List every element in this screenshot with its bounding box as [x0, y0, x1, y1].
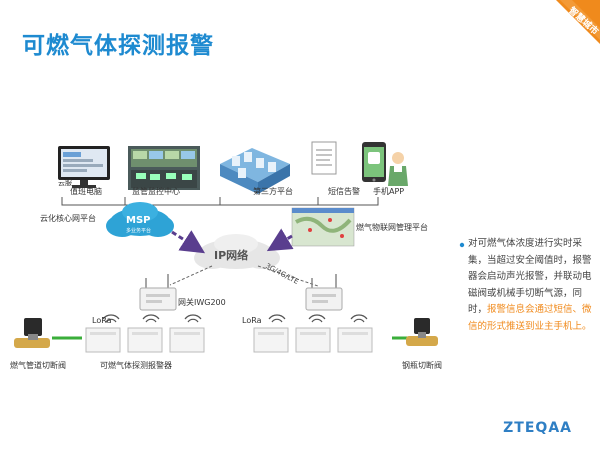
signal-icon-2 — [142, 314, 160, 323]
msp-badge-sub: 多业务平台 — [126, 228, 152, 234]
description-text: 对可燃气体浓度进行实时采集，当超过安全阈值时，报警器会启动声光报警，并联动电磁阀… — [458, 236, 598, 335]
signal-icon-6 — [350, 314, 368, 323]
label-cylinder-valve: 钢瓶切断阀 — [402, 361, 442, 370]
corner-ribbon-shape — [556, 0, 600, 44]
signal-icon-4 — [268, 314, 286, 323]
detector-3 — [169, 327, 205, 353]
label-gateway: 网关IWG200 — [178, 298, 226, 307]
ip-network-cloud — [194, 234, 280, 269]
monitoring-center-photo — [128, 146, 200, 190]
msp-badge: MSP — [126, 215, 151, 226]
link-ip-to-gateway-2 — [257, 265, 319, 287]
label-mobile-app: 手机APP — [373, 187, 405, 196]
person-icon — [388, 152, 408, 186]
arrow-iot-to-ip — [266, 228, 294, 252]
label-pipeline-valve: 燃气管道切断阀 — [10, 361, 66, 370]
mobile-phone-icon — [362, 142, 386, 182]
label-duty-pc: 值班电脑 — [70, 187, 102, 196]
label-lora-left: LoRa — [92, 316, 112, 325]
arrow-msp-to-ip — [171, 230, 206, 254]
label-sms-alert: 短信告警 — [328, 187, 360, 196]
description-bullet — [459, 242, 465, 248]
pc-caption: 云服 — [58, 179, 72, 187]
detector-2 — [127, 327, 163, 353]
signal-icon-3 — [184, 314, 202, 323]
description-highlight: 报警信息会通过短信、微信的形式推送到业主手机上。 — [468, 304, 592, 332]
label-ip-network: IP网络 — [214, 249, 249, 262]
page-title: 可燃气体探测报警 — [22, 33, 214, 59]
detector-1 — [85, 327, 121, 353]
pc-monitor-icon — [58, 146, 110, 188]
iot-platform-screenshot — [291, 207, 355, 247]
signal-icon-5 — [308, 314, 326, 323]
sms-document-icon — [311, 141, 337, 175]
third-party-platform-illustration — [220, 148, 290, 194]
label-iot-platform: 燃气物联网管理平台 — [356, 223, 428, 232]
pipeline-valve-icon — [14, 318, 50, 348]
signal-icon-1 — [102, 314, 120, 323]
gateway-1-device — [139, 274, 177, 311]
detector-4 — [253, 327, 289, 353]
msp-cloud — [106, 202, 174, 237]
label-lora-right: LoRa — [242, 316, 262, 325]
link-ip-to-gateway-1 — [169, 265, 213, 286]
label-monitoring-center: 监管监控中心 — [132, 187, 180, 196]
label-detectors: 可燃气体探测报警器 — [100, 361, 172, 370]
detector-5 — [295, 327, 331, 353]
label-third-party: 第三方平台 — [253, 187, 293, 196]
brand-logo: ZTEQAA — [503, 420, 572, 436]
top-bracket — [61, 197, 379, 206]
detector-6 — [337, 327, 373, 353]
cylinder-valve-icon — [406, 318, 438, 346]
corner-ribbon: 智慧城市 — [530, 0, 600, 44]
gateway-2-device — [305, 274, 343, 311]
label-cloud-core: 云化核心网平台 — [40, 214, 96, 223]
description-plain: 对可燃气体浓度进行实时采集，当超过安全阈值时，报警器会启动声光报警，并联动电磁阀… — [468, 238, 592, 315]
